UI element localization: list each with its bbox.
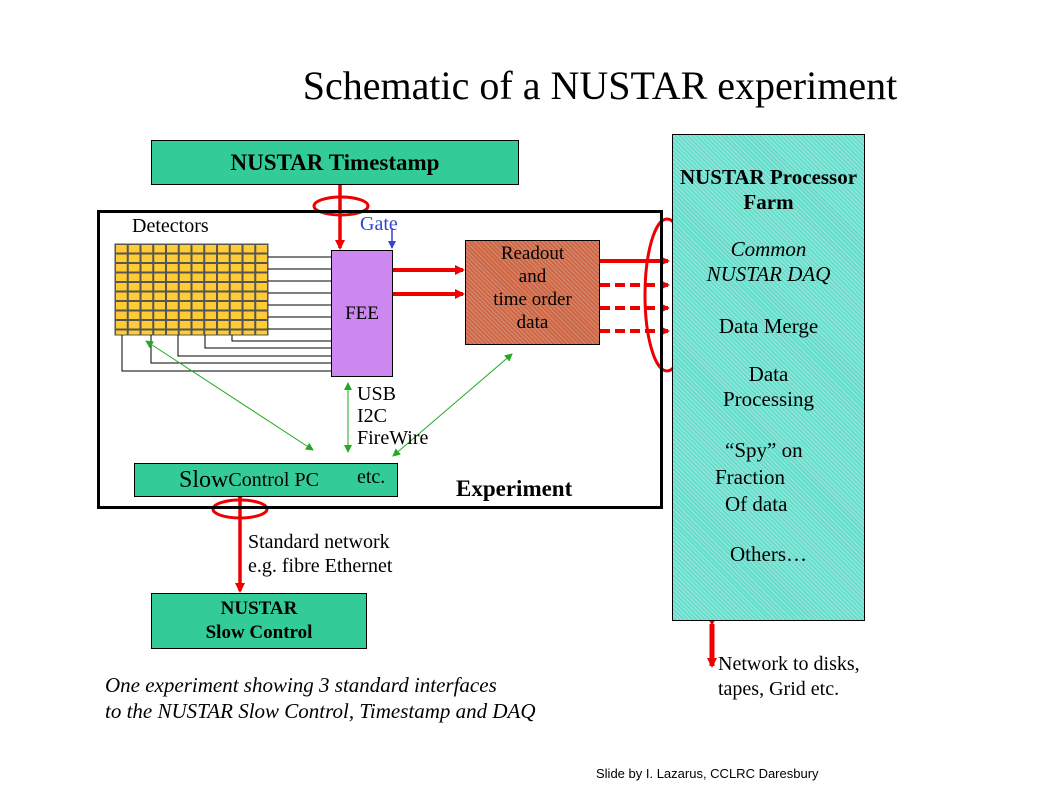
farm-spy-line: “Spy” on [725,438,803,462]
network-label: Standard network e.g. fibre Ethernet [248,530,392,578]
readout-box: Readout and time order data [465,240,600,345]
farm-title: NUSTAR Processor Farm [673,165,864,215]
processor-farm-box: NUSTAR Processor Farm Common NUSTAR DAQ … [672,134,865,621]
farm-others: Others… [730,542,807,566]
fee-label: FEE [345,302,379,324]
gate-label: Gate [360,213,398,235]
detector-array [114,243,269,336]
disk-network-line: tapes, Grid etc. [718,678,840,700]
slow-control-line: NUSTAR [220,598,298,619]
slow-link-detectors [145,340,314,451]
caption-line: to the NUSTAR Slow Control, Timestamp an… [105,699,536,723]
caption: One experiment showing 3 standard interf… [105,672,536,724]
interface-item: FireWire [357,427,429,449]
farm-daq-line: NUSTAR DAQ [706,262,831,286]
network-label-line: e.g. fibre Ethernet [248,555,393,577]
slow-link-readout [392,353,513,457]
farm-processing: Data Processing [673,362,864,412]
readout-line: data [516,312,549,333]
interfaces-list: USB I2C FireWire [357,383,428,449]
slide-credit: Slide by I. Lazarus, CCLRC Daresbury [596,766,819,781]
experiment-label: Experiment [456,476,573,501]
readout-line: time order [493,289,572,310]
farm-processing-line: Processing [723,387,814,411]
network-label-line: Standard network [248,531,390,553]
disk-network-line: Network to disks, [718,653,860,675]
farm-title-line: Farm [743,190,794,214]
interface-item: etc. [357,466,386,488]
page-title: Schematic of a NUSTAR experiment [302,63,898,108]
farm-daq: Common NUSTAR DAQ [673,237,864,287]
caption-line: One experiment showing 3 standard interf… [105,673,497,697]
slow-control-pc-label-small: Control PC [228,468,319,491]
farm-processing-line: Data [748,362,789,386]
slow-control-box: NUSTAR Slow Control [151,593,367,649]
slow-control-line: Slow Control [205,622,313,643]
detectors-label: Detectors [132,215,209,237]
farm-spy-line: Fraction [715,465,785,489]
fee-box: FEE [331,250,393,377]
experiment-frame [97,210,663,509]
farm-title-line: NUSTAR Processor [679,165,858,189]
farm-merge: Data Merge [718,314,819,338]
readout-line: and [518,266,547,287]
slow-control-pc-label: Slow [179,466,229,493]
disk-network-label: Network to disks, tapes, Grid etc. [718,652,860,702]
farm-daq-line: Common [730,237,807,261]
interface-item: I2C [357,405,387,427]
readout-line: Readout [500,243,565,264]
farm-spy: “Spy” on Fraction Of data [673,437,864,518]
farm-spy-line: Of data [725,492,788,516]
interface-item: USB [357,383,396,405]
timestamp-box: NUSTAR Timestamp [151,140,519,185]
timestamp-interface-ellipse [312,195,370,217]
slow-control-pc-box: Slow Control PC [134,463,398,497]
slow-control-interface-ellipse [211,498,269,520]
